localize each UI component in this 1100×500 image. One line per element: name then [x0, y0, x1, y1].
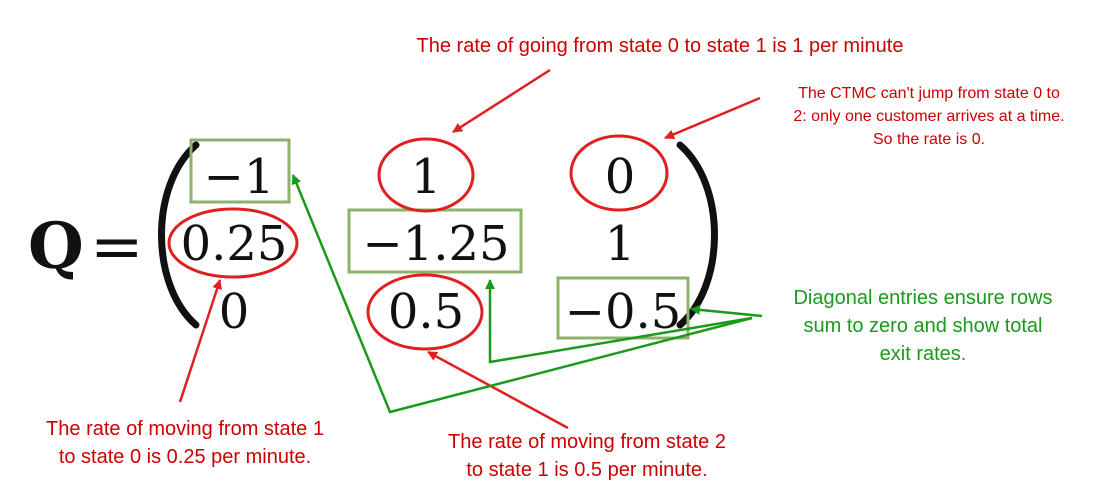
arrow-diagonal-1 — [485, 279, 753, 364]
annotation-top-right-line-3: So the rate is 0. — [873, 131, 985, 148]
equals-sign: = — [90, 210, 144, 284]
matrix-cell-0-2: 0 — [605, 149, 636, 205]
rate-ellipse-1-0 — [167, 207, 299, 279]
rate-ellipse-0-1 — [377, 137, 475, 213]
annotation-bottom-left-line-1: The rate of moving from state 1 — [46, 418, 324, 440]
matrix-symbol: Q — [28, 209, 84, 284]
matrix-cell-1-1: −1.25 — [362, 216, 509, 272]
arrow-bottom-left — [178, 279, 222, 403]
right-parenthesis — [676, 141, 718, 329]
matrix-cell-2-0: 0 — [219, 284, 250, 340]
rate-ellipse-2-1 — [366, 273, 484, 351]
diagonal-box-2 — [556, 276, 690, 340]
rate-ellipse-0-2 — [569, 134, 669, 212]
matrix-cell-2-1: 0.5 — [388, 284, 464, 340]
arrow-top-center — [452, 68, 551, 134]
annotation-right-line-3: exit rates. — [880, 343, 967, 365]
annotation-top-right-line-1: The CTMC can't jump from state 0 to — [798, 85, 1060, 102]
annotation-bottom-center-line-1: The rate of moving from state 2 — [448, 431, 726, 453]
arrow-diagonal-0 — [291, 174, 753, 414]
left-parenthesis — [158, 141, 200, 329]
annotation-top-center: The rate of going from state 0 to state … — [417, 35, 904, 57]
annotation-right-line-1: Diagonal entries ensure rows — [793, 287, 1052, 309]
matrix-cell-0-1: 1 — [411, 149, 442, 205]
arrow-bottom-center — [427, 350, 569, 430]
annotation-top-right-line-2: 2: only one customer arrives at a time. — [793, 108, 1064, 125]
matrix-cell-0-0: −1 — [204, 149, 275, 205]
matrix-cell-1-0: 0.25 — [181, 216, 288, 272]
annotation-bottom-center-line-2: to state 1 is 0.5 per minute. — [466, 459, 707, 481]
arrow-top-right — [664, 96, 761, 140]
arrow-diagonal-2 — [690, 304, 763, 318]
annotation-right-line-2: sum to zero and show total — [803, 315, 1042, 337]
annotation-bottom-left-line-2: to state 0 is 0.25 per minute. — [59, 446, 311, 468]
diagonal-box-0 — [189, 138, 291, 204]
matrix-cell-1-2: 1 — [605, 216, 636, 272]
matrix-cell-2-2: −0.5 — [565, 284, 682, 340]
